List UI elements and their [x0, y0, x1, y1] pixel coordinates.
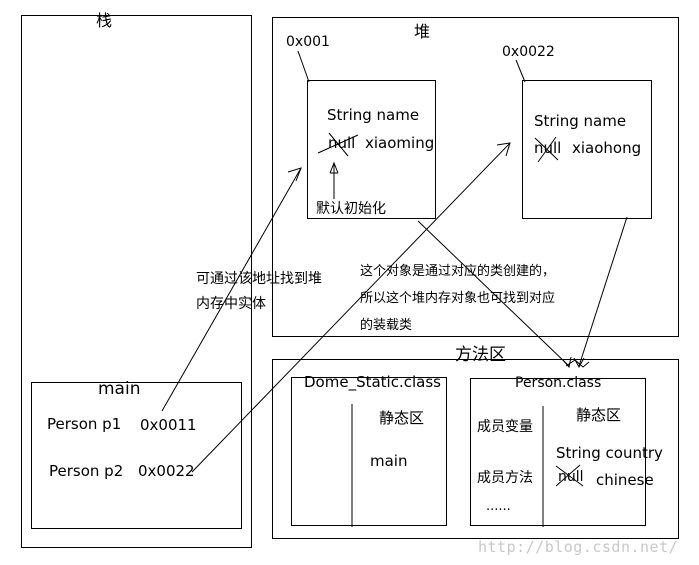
person-member-variables: 成员变量 [477, 419, 533, 435]
obj1-new-value: xiaoming [365, 134, 435, 152]
person-member-methods: 成员方法 [477, 470, 533, 486]
heap-title: 堆 [414, 22, 431, 41]
obj1-field: String name [327, 106, 420, 124]
obj2-new-value: xiaohong [572, 139, 642, 157]
stack-title: 栈 [96, 11, 113, 30]
main-frame-title: main [98, 379, 141, 399]
dome-static-area-label: 静态区 [379, 409, 425, 427]
p2-value: 0x0022 [138, 462, 195, 480]
obj1-init-note: 默认初始化 [316, 201, 386, 217]
dome-static-class-box [291, 377, 447, 526]
dome-main-method: main [370, 452, 408, 470]
obj2-old-value: null [534, 139, 562, 157]
obj2-address: 0x0022 [502, 44, 555, 60]
note-find-line-2: 内存中实体 [196, 296, 266, 312]
note-find-line-1: 可通过该地址找到堆 [196, 271, 322, 287]
p1-value: 0x0011 [140, 416, 197, 434]
obj2-field: String name [534, 112, 627, 130]
note-created-line-2: 所以这个堆内存对象也可找到对应 [360, 291, 556, 306]
watermark: http://blog.csdn.net/ [478, 538, 679, 556]
obj1-address: 0x001 [286, 34, 330, 50]
main-frame [31, 382, 242, 529]
person-country-old-value: null [558, 469, 584, 485]
person-country-field: String country [556, 444, 663, 462]
person-country-new-value: chinese [596, 471, 654, 489]
person-ellipsis: ...... [486, 499, 511, 514]
p2-label: Person p2 [49, 462, 124, 480]
obj1-old-value: null [328, 134, 356, 152]
person-class-name: Person.class [515, 375, 602, 391]
p1-label: Person p1 [47, 415, 122, 433]
note-created-line-3: 的装载类 [360, 318, 413, 333]
dome-static-class-name: Dome_Static.class [304, 373, 441, 391]
person-static-area-label: 静态区 [576, 406, 622, 424]
note-created-line-1: 这个对象是通过对应的类创建的， [360, 264, 556, 279]
